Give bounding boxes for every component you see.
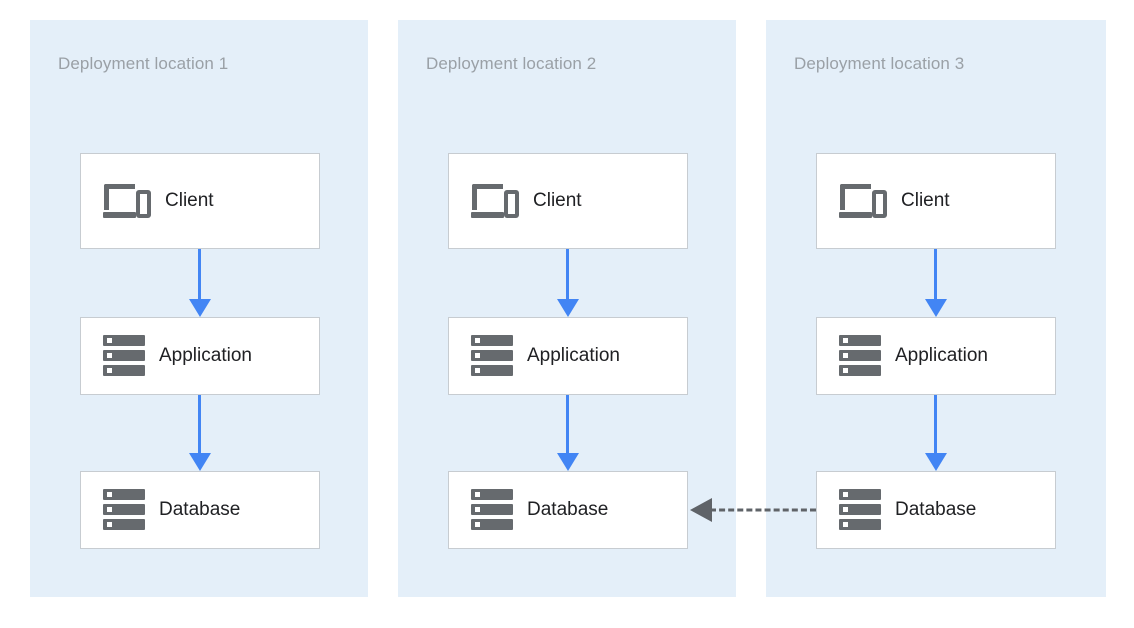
node-application-3[interactable]: Application [816, 317, 1056, 395]
node-client-1-label: Client [165, 190, 214, 211]
node-client-3-label: Client [901, 190, 950, 211]
node-database-3-label: Database [895, 499, 977, 520]
deployment-location-3-title: Deployment location 3 [794, 54, 965, 73]
arrow-database-3-to-database-2-replication [690, 498, 816, 522]
arrow-client-3-to-application-3 [925, 249, 947, 317]
node-client-3[interactable]: Client [816, 153, 1056, 249]
deployment-location-2-title: Deployment location 2 [426, 54, 597, 73]
node-application-2-label: Application [527, 345, 620, 366]
server-icon [839, 334, 881, 378]
server-icon [471, 334, 513, 378]
node-application-2[interactable]: Application [448, 317, 688, 395]
client-devices-icon [103, 180, 151, 222]
server-icon [103, 488, 145, 532]
node-application-1-label: Application [159, 345, 252, 366]
node-client-2-label: Client [533, 190, 582, 211]
node-client-2[interactable]: Client [448, 153, 688, 249]
node-database-3[interactable]: Database [816, 471, 1056, 549]
client-devices-icon [839, 180, 887, 222]
node-application-1[interactable]: Application [80, 317, 320, 395]
client-devices-icon [471, 180, 519, 222]
node-client-1[interactable]: Client [80, 153, 320, 249]
arrow-client-2-to-application-2 [557, 249, 579, 317]
arrow-application-3-to-database-3 [925, 395, 947, 471]
deployment-location-1-title: Deployment location 1 [58, 54, 229, 73]
arrow-application-2-to-database-2 [557, 395, 579, 471]
node-database-1[interactable]: Database [80, 471, 320, 549]
node-database-2-label: Database [527, 499, 609, 520]
server-icon [471, 488, 513, 532]
server-icon [103, 334, 145, 378]
arrow-application-1-to-database-1 [189, 395, 211, 471]
arrow-client-1-to-application-1 [189, 249, 211, 317]
node-application-3-label: Application [895, 345, 988, 366]
node-database-2[interactable]: Database [448, 471, 688, 549]
server-icon [839, 488, 881, 532]
node-database-1-label: Database [159, 499, 241, 520]
